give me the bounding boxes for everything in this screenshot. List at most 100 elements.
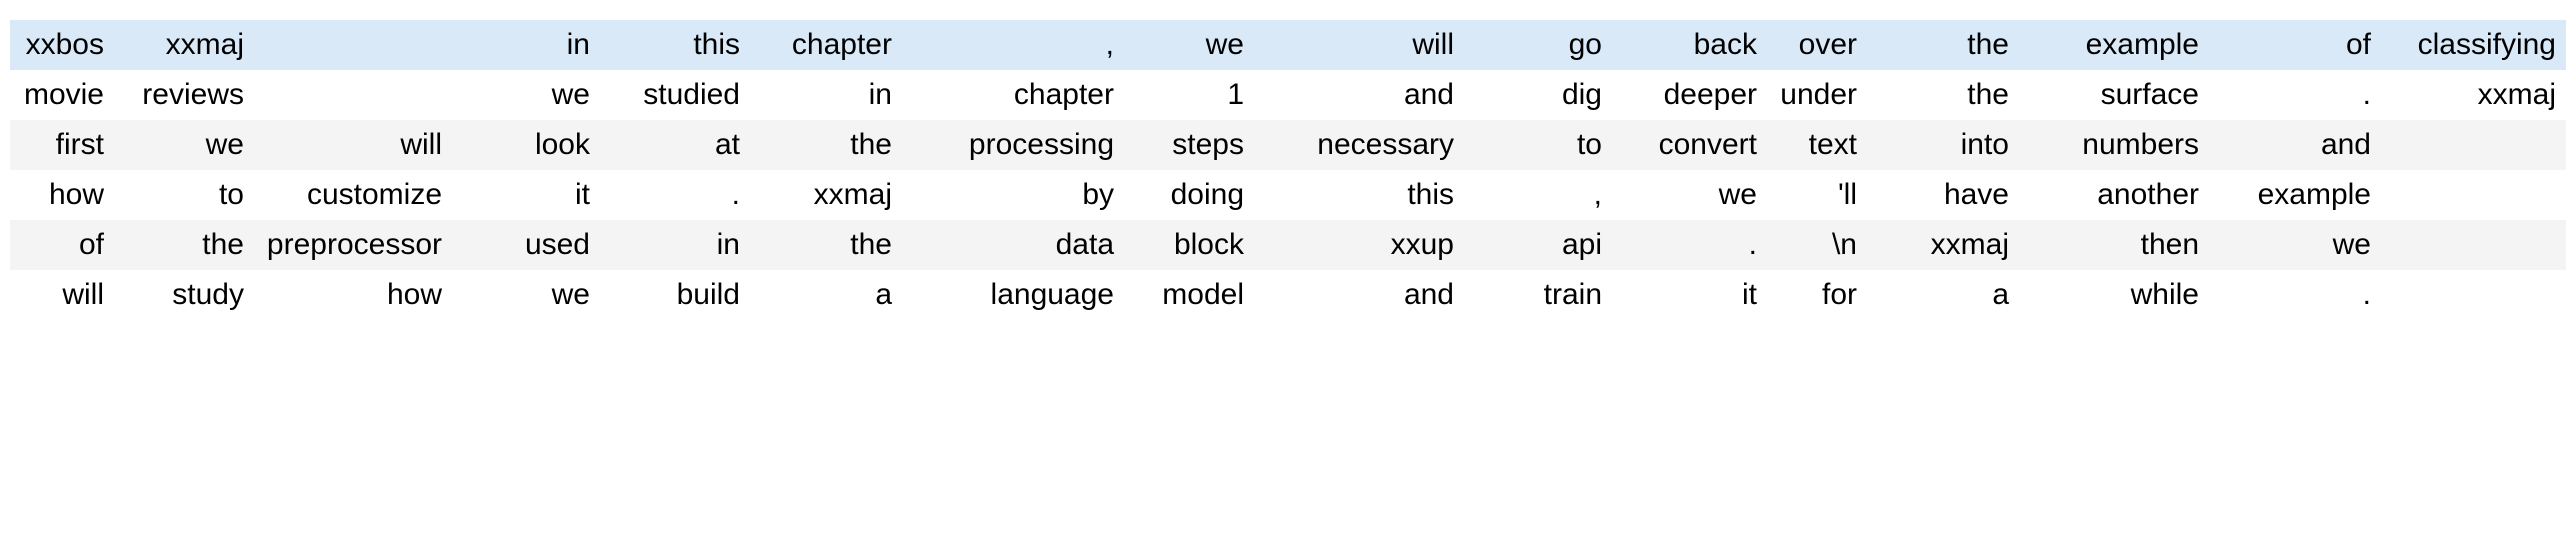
token-cell: of [2213,20,2385,70]
token-cell: example [2023,20,2213,70]
token-cell: convert [1616,120,1771,170]
token-cell: we [456,270,604,320]
token-cell: . [604,170,754,220]
token-cell: the [1871,20,2023,70]
token-cell: . [1616,220,1771,270]
token-cell: processing [906,120,1128,170]
token-cell: into [1871,120,2023,170]
token-cell: and [1258,70,1468,120]
token-cell: first [10,120,118,170]
token-cell: we [118,120,258,170]
token-cell: in [604,220,754,270]
token-cell: this [604,20,754,70]
token-cell: xxmaj [2385,70,2566,120]
token-cell: chapter [754,20,906,70]
token-cell: doing [1128,170,1258,220]
token-cell: to [118,170,258,220]
token-cell: model [1128,270,1258,320]
token-cell: xxup [1258,220,1468,270]
token-cell: the [754,220,906,270]
token-cell: we [1616,170,1771,220]
token-cell: of [10,220,118,270]
token-cell: 'll [1771,170,1871,220]
token-cell: a [1871,270,2023,320]
token-cell: will [258,120,456,170]
token-cell: example [2213,170,2385,220]
token-cell [258,70,456,120]
token-cell: in [456,20,604,70]
token-cell: the [118,220,258,270]
token-cell: another [2023,170,2213,220]
token-cell: numbers [2023,120,2213,170]
token-cell: . [2213,70,2385,120]
token-cell [2385,120,2566,170]
token-cell: , [1468,170,1616,220]
token-cell: xxmaj [118,20,258,70]
token-cell: steps [1128,120,1258,170]
token-cell: and [2213,120,2385,170]
token-cell: block [1128,220,1258,270]
token-cell: go [1468,20,1616,70]
token-cell: train [1468,270,1616,320]
token-cell: \n [1771,220,1871,270]
token-cell: how [258,270,456,320]
token-cell: by [906,170,1128,220]
token-cell: surface [2023,70,2213,120]
token-cell [2385,170,2566,220]
token-cell: will [1258,20,1468,70]
token-cell: over [1771,20,1871,70]
token-cell: for [1771,270,1871,320]
token-cell: the [754,120,906,170]
token-cell: will [10,270,118,320]
token-cell: build [604,270,754,320]
token-cell: in [754,70,906,120]
token-cell: the [1871,70,2023,120]
token-cell: used [456,220,604,270]
token-cell: xxbos [10,20,118,70]
token-cell: studied [604,70,754,120]
token-cell [2385,270,2566,320]
token-cell: , [906,20,1128,70]
token-cell: data [906,220,1128,270]
token-cell: text [1771,120,1871,170]
token-cell: 1 [1128,70,1258,120]
token-cell: at [604,120,754,170]
token-cell [258,20,456,70]
token-cell: this [1258,170,1468,220]
token-cell: we [2213,220,2385,270]
token-cell: how [10,170,118,220]
token-cell: we [456,70,604,120]
token-cell: we [1128,20,1258,70]
token-cell: deeper [1616,70,1771,120]
token-cell: chapter [906,70,1128,120]
token-cell: back [1616,20,1771,70]
token-cell: study [118,270,258,320]
token-cell: preprocessor [258,220,456,270]
token-cell: language [906,270,1128,320]
token-cell: then [2023,220,2213,270]
token-cell: under [1771,70,1871,120]
token-cell: dig [1468,70,1616,120]
token-cell: have [1871,170,2023,220]
token-cell: reviews [118,70,258,120]
token-cell: look [456,120,604,170]
token-cell: while [2023,270,2213,320]
token-cell: xxmaj [1871,220,2023,270]
token-cell: and [1258,270,1468,320]
token-cell: necessary [1258,120,1468,170]
token-cell: . [2213,270,2385,320]
token-cell: api [1468,220,1616,270]
token-cell: a [754,270,906,320]
token-cell: it [1616,270,1771,320]
token-cell: to [1468,120,1616,170]
token-cell: customize [258,170,456,220]
